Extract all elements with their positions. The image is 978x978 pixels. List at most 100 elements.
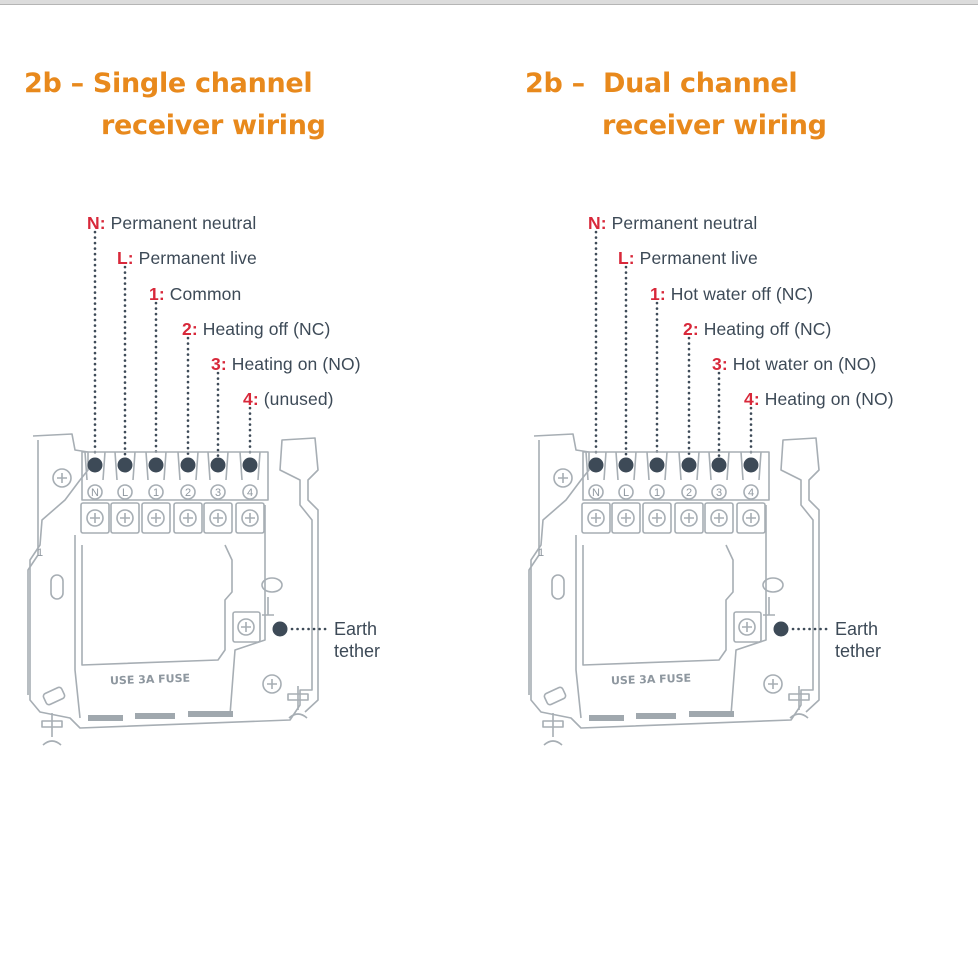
earth-block (733, 611, 762, 643)
earth-tether-label: Earth tether (334, 618, 380, 662)
connector-dot (242, 457, 258, 473)
terminal-screw-icon (179, 509, 197, 527)
terminal-mark: 1 (153, 487, 159, 499)
terminal-block (582, 451, 770, 501)
terminal-key: 2: (182, 319, 198, 339)
earth-label-line2: tether (334, 641, 381, 661)
terminal-mark-circle (87, 484, 103, 500)
connector-dot (649, 457, 665, 473)
fixing-screw-icon (789, 686, 809, 719)
base-strip (135, 713, 175, 719)
title-line-1: 2b – Dual channel (525, 68, 798, 99)
terminal-label-n: N: Permanent neutral (87, 213, 256, 234)
terminal-mark: 4 (748, 487, 754, 499)
earth-label-line2: tether (835, 641, 882, 661)
terminal-mark: L (122, 487, 128, 499)
terminal-key: 2: (683, 319, 699, 339)
terminal-mark: N (91, 487, 99, 499)
terminal-desc: Permanent live (133, 248, 257, 268)
mounting-hole (762, 577, 784, 593)
terminal-label-3: 3: Hot water on (NO) (712, 354, 876, 375)
connector-dot (711, 457, 727, 473)
connector-dot (743, 457, 759, 473)
terminal-key: 1: (650, 284, 666, 304)
terminal-screw-housing (173, 502, 203, 534)
terminal-mark-circle (148, 484, 164, 500)
plate-number: 1 (37, 547, 43, 559)
title-line-2: receiver wiring (101, 110, 326, 141)
screw-head-icon (553, 468, 573, 488)
terminal-screw-icon (648, 509, 666, 527)
terminal-screw-housing (110, 502, 140, 534)
earth-tether-label: Earth tether (835, 618, 881, 662)
base-strip (636, 713, 676, 719)
terminal-label-l: L: Permanent live (618, 248, 758, 269)
terminal-key: 3: (712, 354, 728, 374)
terminal-screw-icon (587, 509, 605, 527)
single-channel-panel: 2b – Single channel receiver wiring N: P… (24, 68, 380, 746)
connector-dot (180, 457, 196, 473)
fixing-screw-icon (543, 713, 563, 746)
terminal-desc: Heating on (NO) (759, 389, 894, 409)
screw-head-icon (763, 674, 783, 694)
terminal-mark-circle (210, 484, 226, 500)
terminal-mark: 4 (247, 487, 253, 499)
terminal-mark: N (592, 487, 600, 499)
terminal-screw-housing (141, 502, 171, 534)
terminal-screw-housing (235, 502, 265, 534)
screw-head-icon (52, 468, 72, 488)
connector-dot (588, 457, 604, 473)
terminal-mark: L (623, 487, 629, 499)
earth-block (232, 611, 261, 643)
earth-screw-icon (738, 618, 756, 636)
connector-dot (618, 457, 634, 473)
terminal-screw-icon (710, 509, 728, 527)
terminal-mark: 1 (654, 487, 660, 499)
terminal-mark-circle (743, 484, 759, 500)
mounting-slot (551, 574, 565, 600)
terminal-mark-circle (588, 484, 604, 500)
terminal-label-2: 2: Heating off (NC) (683, 319, 831, 340)
screw-head-icon (262, 674, 282, 694)
terminal-mark-circle (711, 484, 727, 500)
terminal-mark-circle (117, 484, 133, 500)
base-strip (589, 715, 624, 721)
terminal-key: 4: (243, 389, 259, 409)
terminal-screw-icon (147, 509, 165, 527)
terminal-screw-housing (642, 502, 672, 534)
terminal-key: L: (117, 248, 134, 268)
terminal-screw-icon (241, 509, 259, 527)
plate-window (81, 544, 233, 666)
earth-label-line1: Earth (835, 619, 879, 639)
terminal-screw-housing (736, 502, 766, 534)
top-border (0, 0, 978, 5)
terminal-desc: Permanent live (634, 248, 758, 268)
fuse-rating-text: USE 3A FUSE (110, 672, 190, 688)
terminal-screw-housing (674, 502, 704, 534)
terminal-screw-icon (680, 509, 698, 527)
connector-dot (210, 457, 226, 473)
terminal-mark-circle (681, 484, 697, 500)
panel-title: 2b – Dual channel receiver wiring (525, 63, 827, 147)
terminal-desc: Permanent neutral (606, 213, 758, 233)
mounting-slot (50, 574, 64, 600)
terminal-label-3: 3: Heating on (NO) (211, 354, 361, 375)
terminal-desc: Common (164, 284, 242, 304)
terminal-screw-icon (209, 509, 227, 527)
earth-connector-dot (773, 621, 789, 637)
terminal-block (81, 451, 269, 501)
earth-screw-icon (237, 618, 255, 636)
terminal-label-2: 2: Heating off (NC) (182, 319, 330, 340)
terminal-label-4: 4: Heating on (NO) (744, 389, 894, 410)
terminal-desc: Heating off (NC) (197, 319, 331, 339)
terminal-desc: Hot water off (NC) (665, 284, 814, 304)
plate-number: 1 (538, 547, 544, 559)
terminal-label-1: 1: Common (149, 284, 241, 305)
terminal-mark-circle (180, 484, 196, 500)
terminal-key: 3: (211, 354, 227, 374)
terminal-screw-housing (203, 502, 233, 534)
fixing-screw-icon (42, 713, 62, 746)
terminal-mark: 2 (185, 487, 191, 499)
